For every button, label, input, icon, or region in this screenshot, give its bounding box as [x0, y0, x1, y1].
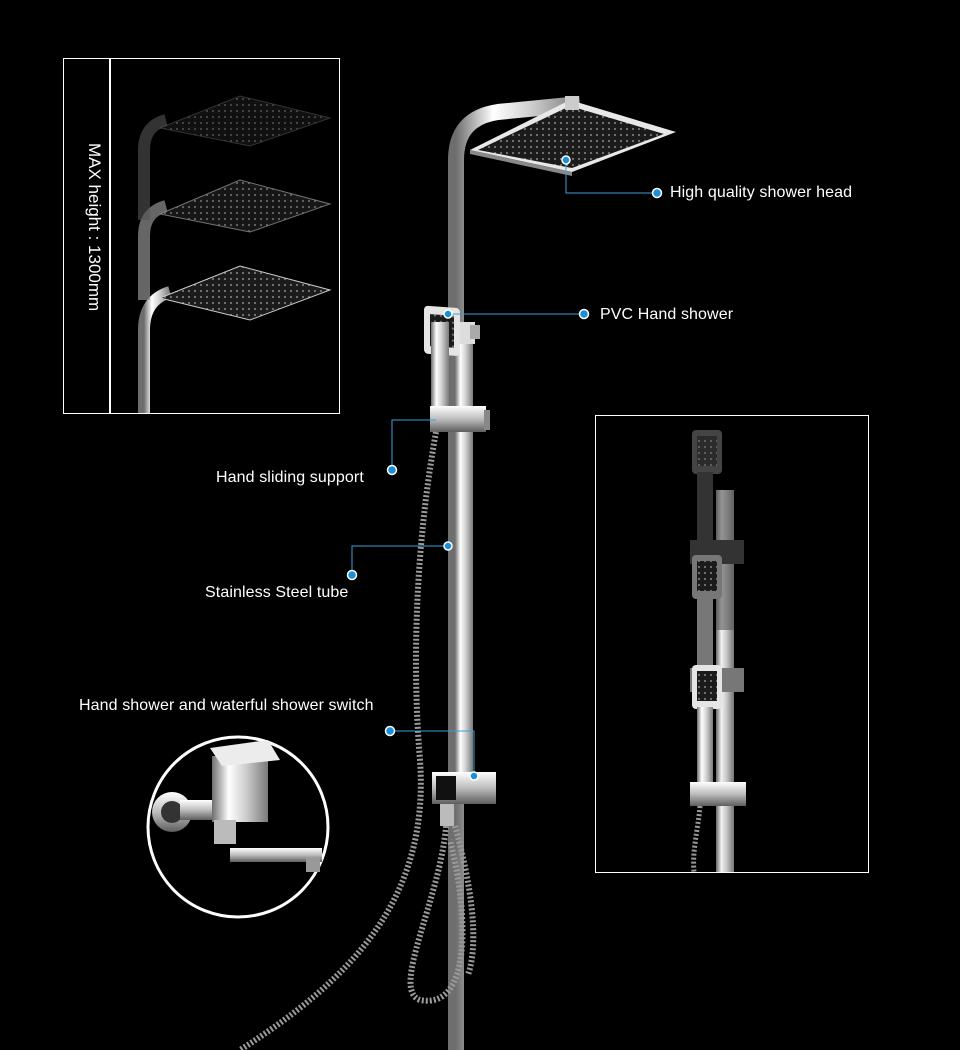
- faucet-inset: [146, 735, 330, 919]
- hand-shower-label: PVC Hand shower: [600, 306, 734, 323]
- height-inset-frame: [63, 58, 340, 414]
- sliding-bracket: [430, 406, 486, 432]
- hand-shower-handle: [431, 322, 449, 412]
- max-height-label: MAX height : 1300mm: [85, 143, 104, 312]
- steel-tube-label: Stainless Steel tube: [205, 584, 349, 601]
- height-inset-art: [109, 59, 332, 413]
- sliding-bar: [455, 330, 473, 790]
- sliding-support-label: Hand sliding support: [216, 469, 364, 486]
- hose: [238, 431, 439, 1050]
- switch-label: Hand shower and waterful shower switch: [79, 697, 374, 714]
- positions-inset-art: [690, 430, 746, 873]
- shower-head-label: High quality shower head: [670, 184, 853, 201]
- riser-pipe: [448, 96, 581, 1050]
- callout-dots: [346, 155, 663, 781]
- positions-inset-frame: [595, 415, 869, 873]
- rain-head-nozzles: [478, 106, 664, 168]
- callout-lines: [351, 160, 657, 776]
